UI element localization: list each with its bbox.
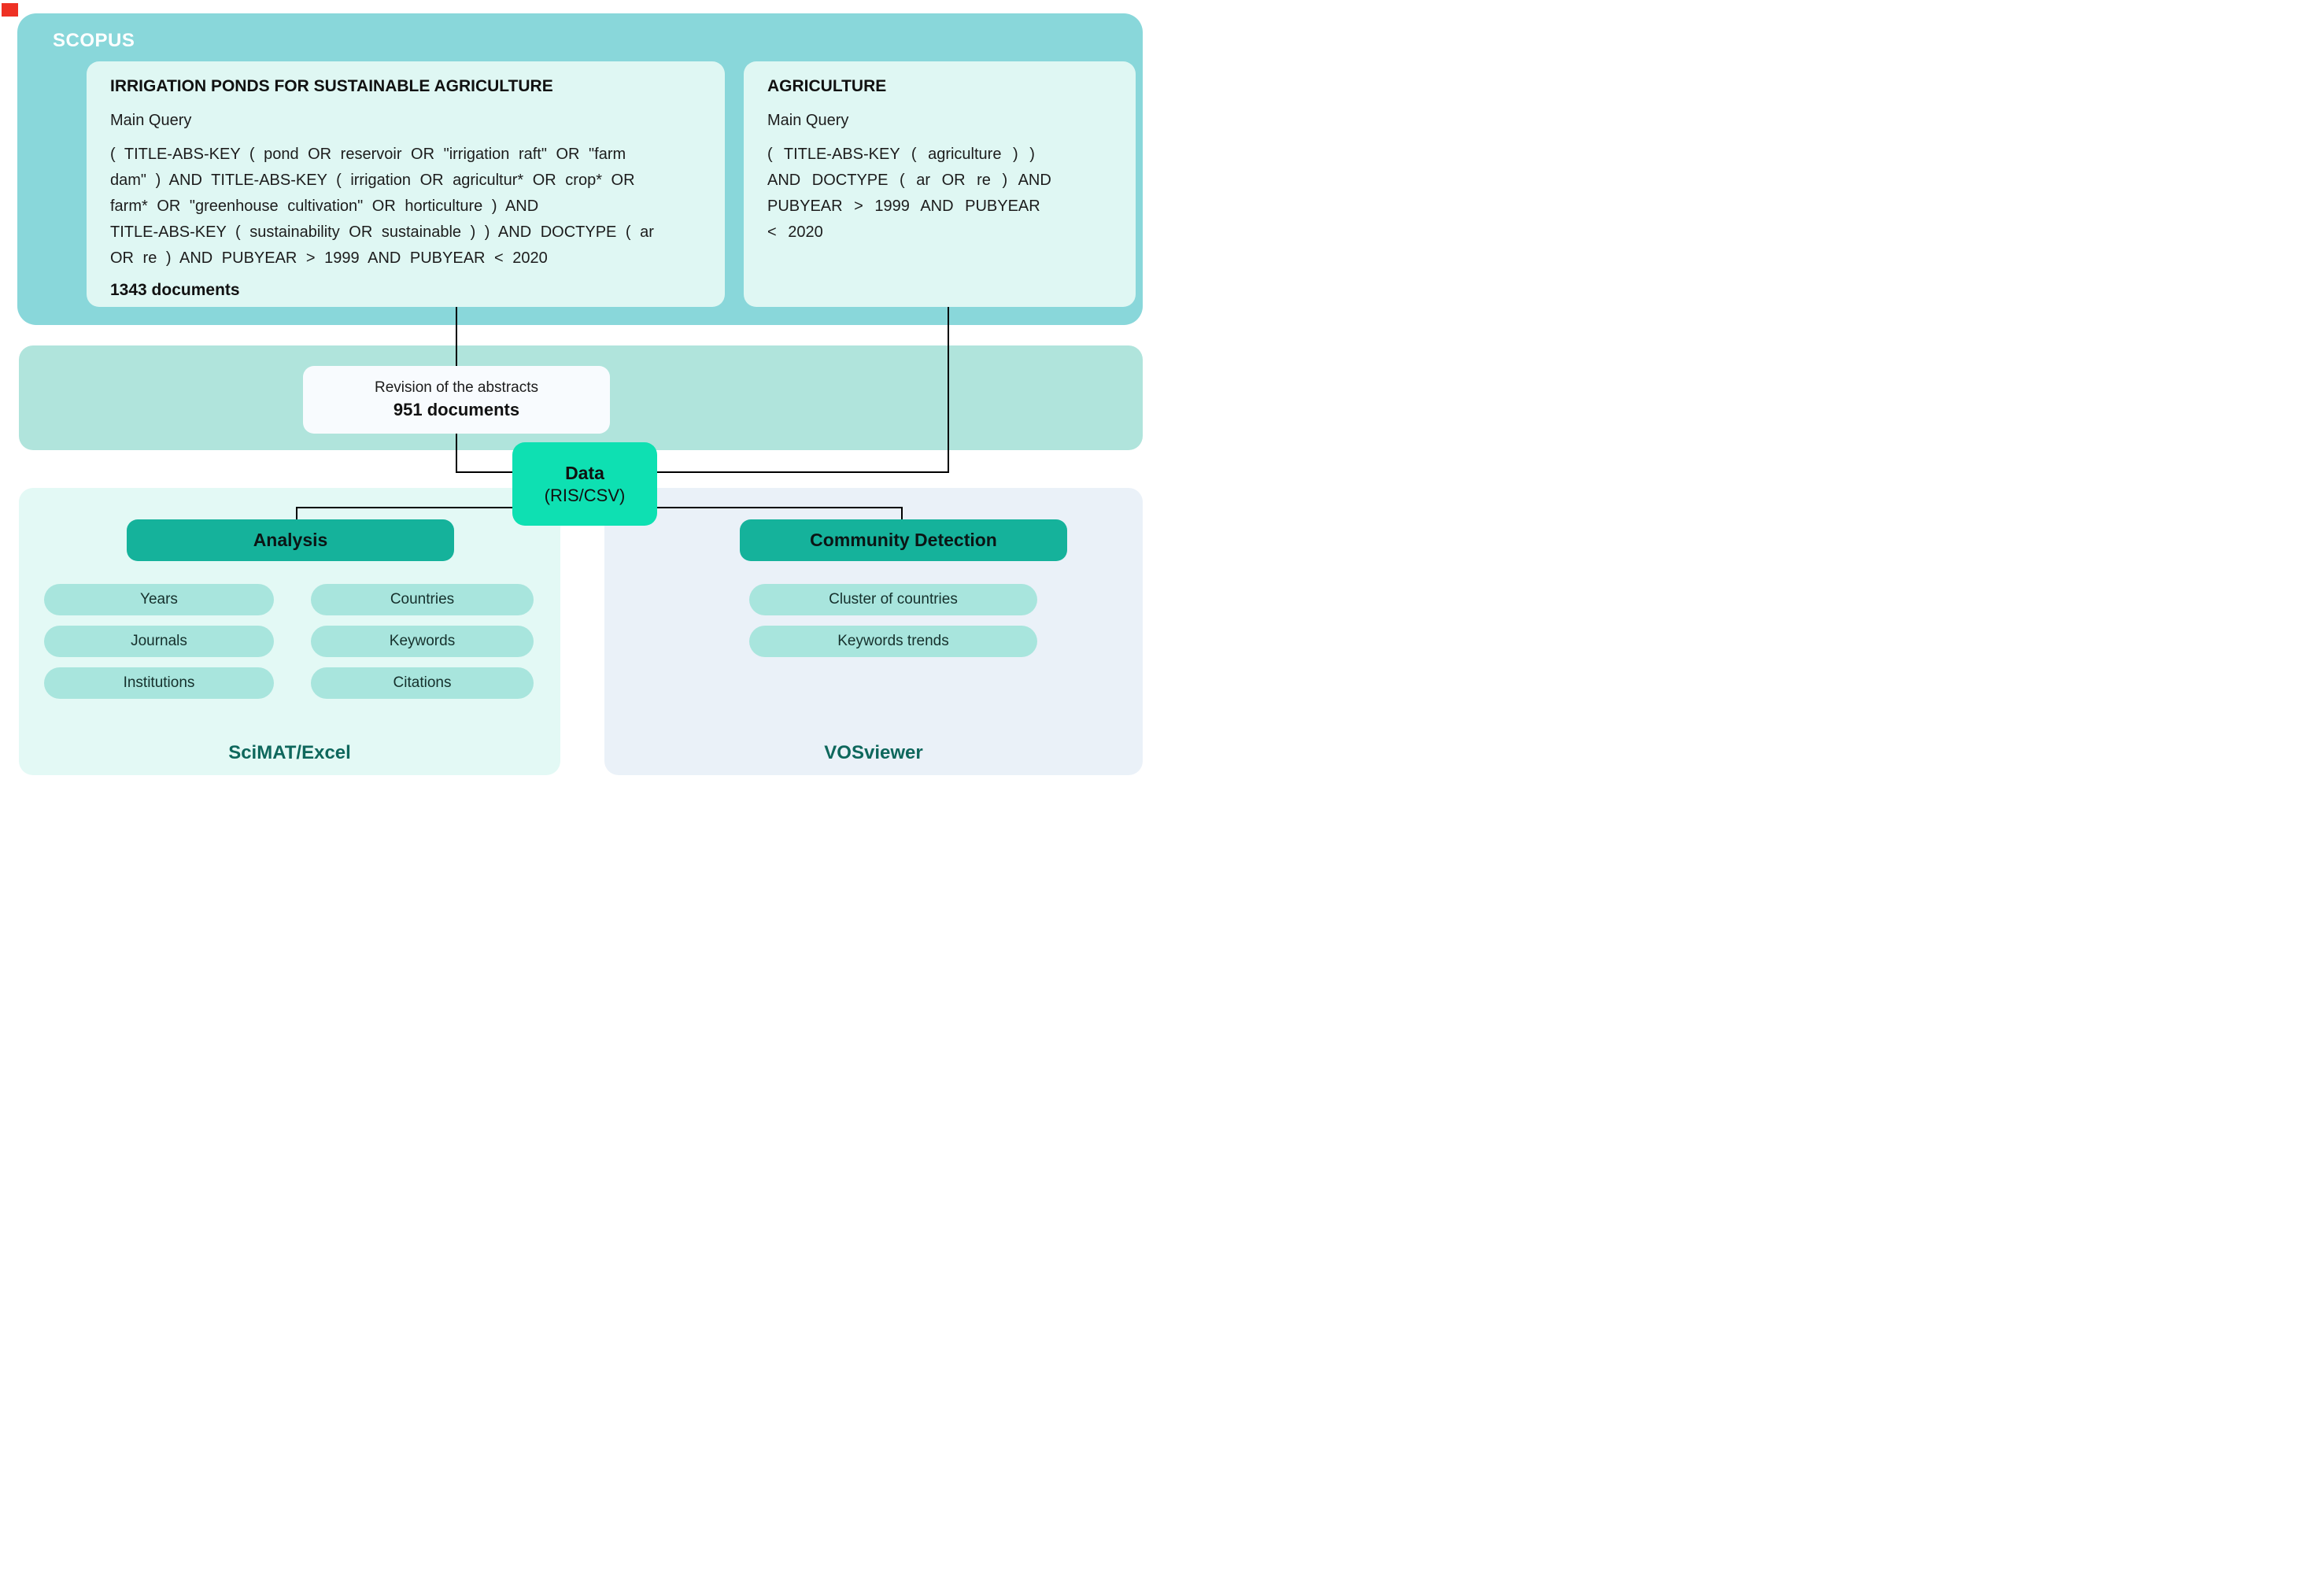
data-node-title: Data (565, 462, 604, 483)
revision-node: Revision of the abstracts 951 documents (303, 366, 610, 434)
red-corner-artifact (2, 3, 18, 17)
pill-keywords: Keywords (311, 626, 534, 657)
query-line: OR re ) AND PUBYEAR > 1999 AND PUBYEAR <… (110, 249, 548, 267)
connector-data-to-community-v (901, 507, 903, 521)
connector-data-to-analysis-h (296, 507, 514, 508)
query-line: AND DOCTYPE ( ar OR re ) AND (767, 172, 1051, 189)
analysis-header: Analysis (127, 519, 454, 561)
irrigation-query-result: 1343 documents (110, 281, 240, 299)
query-line: < 2020 (767, 223, 823, 241)
scopus-label: SCOPUS (53, 30, 135, 51)
irrigation-query-box: IRRIGATION PONDS FOR SUSTAINABLE AGRICUL… (87, 61, 725, 307)
revision-label: Revision of the abstracts (374, 379, 539, 396)
query-line: TITLE-ABS-KEY ( sustainability OR sustai… (110, 223, 654, 241)
data-node-format: (RIS/CSV) (544, 485, 626, 505)
query-line: dam" ) AND TITLE-ABS-KEY ( irrigation OR… (110, 172, 635, 189)
pill-journals: Journals (44, 626, 274, 657)
pill-institutions: Institutions (44, 667, 274, 699)
connector-data-to-analysis-v (296, 507, 297, 521)
irrigation-query-title: IRRIGATION PONDS FOR SUSTAINABLE AGRICUL… (110, 77, 553, 95)
connector-left-into-data (456, 471, 514, 473)
connector-right-into-data (657, 471, 949, 473)
agriculture-query-box: AGRICULTURE Main Query ( TITLE-ABS-KEY (… (744, 61, 1136, 307)
connector-right-vertical (948, 307, 949, 473)
agriculture-query-text: ( TITLE-ABS-KEY ( agriculture ) ) AND DO… (767, 142, 1112, 246)
agriculture-query-title: AGRICULTURE (767, 77, 887, 95)
revision-count: 951 documents (393, 400, 520, 419)
pill-countries: Countries (311, 584, 534, 615)
community-detection-header: Community Detection (740, 519, 1067, 561)
pill-citations: Citations (311, 667, 534, 699)
pill-keywords-trends: Keywords trends (749, 626, 1037, 657)
data-node: Data (RIS/CSV) (512, 442, 657, 526)
vosviewer-label: VOSviewer (824, 742, 923, 763)
query-line: ( TITLE-ABS-KEY ( agriculture ) ) (767, 146, 1035, 163)
scimat-excel-label: SciMAT/Excel (228, 742, 351, 763)
query-line: PUBYEAR > 1999 AND PUBYEAR (767, 198, 1040, 215)
agriculture-query-subtitle: Main Query (767, 112, 849, 129)
pill-years: Years (44, 584, 274, 615)
query-line: ( TITLE-ABS-KEY ( pond OR reservoir OR "… (110, 146, 626, 163)
irrigation-query-subtitle: Main Query (110, 112, 192, 129)
query-line: farm* OR "greenhouse cultivation" OR hor… (110, 198, 539, 215)
pill-cluster-of-countries: Cluster of countries (749, 584, 1037, 615)
irrigation-query-text: ( TITLE-ABS-KEY ( pond OR reservoir OR "… (110, 142, 701, 272)
connector-data-to-community-h (657, 507, 903, 508)
methodology-diagram: SCOPUS IRRIGATION PONDS FOR SUSTAINABLE … (0, 0, 1162, 791)
